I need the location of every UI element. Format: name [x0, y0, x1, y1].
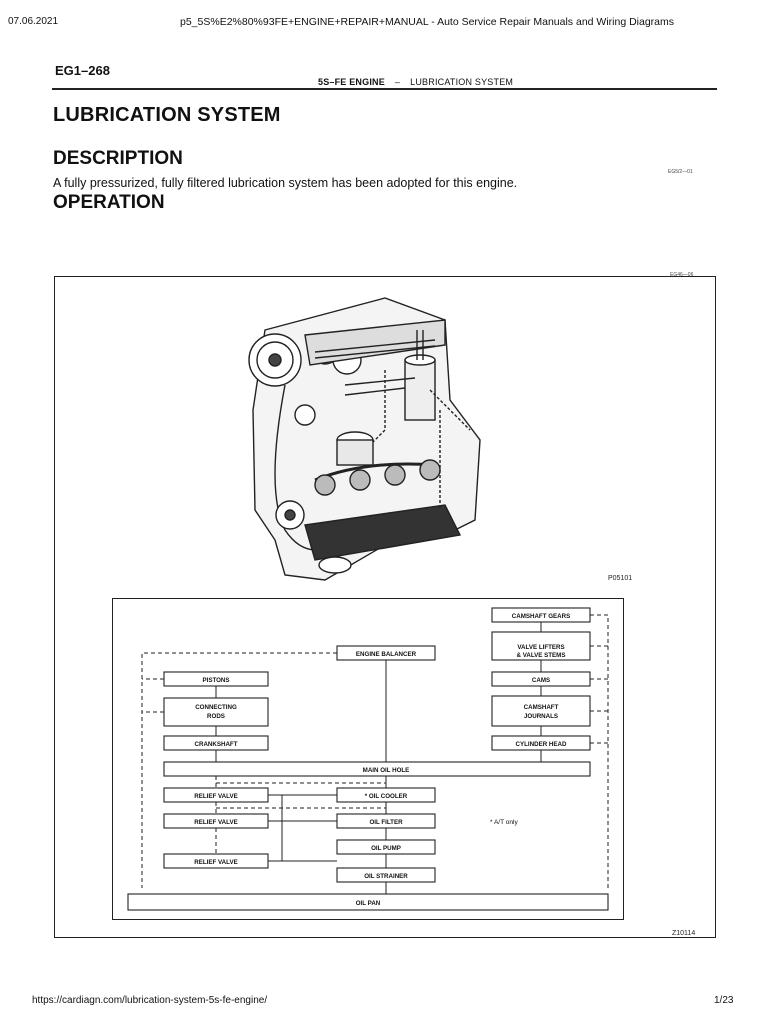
label-connecting: CONNECTING	[195, 704, 237, 711]
label-relief-valve-1: RELIEF VALVE	[194, 793, 237, 800]
label-rods: RODS	[207, 713, 225, 720]
engine-figure-code: P05101	[608, 575, 633, 582]
label-cams: CAMS	[532, 677, 550, 684]
label-oil-pump: OIL PUMP	[371, 845, 401, 852]
label-relief-valve-3: RELIEF VALVE	[194, 859, 237, 866]
label-relief-valve-2: RELIEF VALVE	[194, 819, 237, 826]
figure-frame	[54, 276, 716, 938]
footer-page-count: 1/23	[714, 995, 734, 1006]
label-oil-cooler: * OIL COOLER	[365, 793, 408, 800]
engine-cutaway-illustration	[248, 297, 481, 581]
running-head-separator: –	[394, 77, 401, 87]
description-text: A fully pressurized, fully filtered lubr…	[53, 176, 518, 190]
label-pistons: PISTONS	[202, 677, 229, 684]
label-journals: JOURNALS	[524, 713, 558, 720]
lubrication-flow-diagram	[112, 598, 624, 920]
diagram-figure-code: Z10114	[672, 930, 696, 937]
at-only-note: * A/T only	[490, 819, 518, 826]
label-camshaft: CAMSHAFT	[524, 704, 559, 711]
flow-diagram-graphics: CAMSHAFT GEARS VALVE LIFTERS & VALVE STE…	[127, 607, 609, 911]
label-oil-pan: OIL PAN	[356, 900, 381, 907]
box-oil-pan	[127, 893, 609, 911]
label-main-oil-hole: MAIN OIL HOLE	[363, 767, 410, 774]
label-oil-strainer: OIL STRAINER	[364, 873, 408, 880]
running-head: 5S–FE ENGINE–LUBRICATION SYSTEM	[318, 77, 513, 87]
box-main-oil-hole	[163, 761, 591, 777]
print-title: p5_5S%E2%80%93FE+ENGINE+REPAIR+MANUAL - …	[180, 16, 675, 28]
label-engine-balancer: ENGINE BALANCER	[356, 651, 417, 658]
box-camshaft-journals	[491, 695, 591, 727]
description-heading: DESCRIPTION	[53, 148, 183, 169]
footer-url[interactable]: https://cardiagn.com/lubrication-system-…	[32, 995, 268, 1006]
running-head-left: 5S–FE ENGINE	[318, 77, 385, 87]
label-crankshaft: CRANKSHAFT	[195, 741, 238, 748]
label-valve-lifters: VALVE LIFTERS	[517, 644, 564, 651]
label-oil-filter: OIL FILTER	[369, 819, 403, 826]
operation-heading: OPERATION	[53, 192, 165, 213]
page-code: EG1–268	[55, 63, 110, 78]
running-head-right: LUBRICATION SYSTEM	[410, 77, 514, 87]
section-title: LUBRICATION SYSTEM	[53, 104, 281, 126]
print-date: 07.06.2021	[8, 16, 59, 27]
ref-code: EG5/2—01	[668, 169, 693, 175]
header-rule	[52, 88, 717, 90]
label-cylinder-head: CYLINDER HEAD	[516, 741, 567, 748]
label-camshaft-gears: CAMSHAFT GEARS	[512, 613, 570, 620]
label-valve-stems: & VALVE STEMS	[517, 652, 566, 659]
ref-code: EG46—06	[670, 272, 694, 278]
box-connecting-rods	[163, 697, 269, 727]
